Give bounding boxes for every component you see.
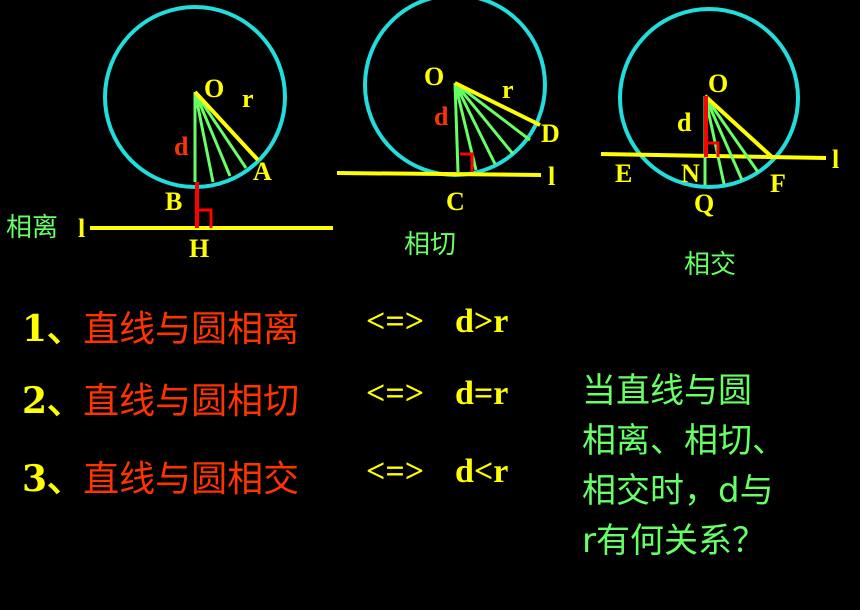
row-statement: 直线与圆相交 [83, 459, 300, 500]
caption-separate: 相离 [6, 213, 58, 243]
caption-tangent: 相切 [404, 230, 456, 260]
relation-row-2: 2、直线与圆相切 [22, 372, 299, 424]
question-text: 当直线与圆 相离、相切、 相交时，d与 r有何关系？ [582, 366, 842, 566]
label-O-2: O [424, 62, 444, 91]
label-F: F [770, 169, 786, 198]
right-angle-3 [708, 141, 720, 157]
question-line: 相交时，d与 [582, 471, 774, 511]
label-r-2: r [502, 75, 514, 104]
question-line: 相离、相切、 [582, 421, 786, 461]
label-E: E [615, 159, 632, 188]
label-H: H [189, 234, 209, 263]
right-angle-1 [199, 208, 213, 228]
label-A: A [253, 157, 272, 186]
diagram-intersect: O d E N Q F l 相交 [600, 7, 839, 280]
row-number: 2、 [22, 380, 84, 422]
row-statement: 直线与圆相切 [83, 381, 300, 422]
relation-row-3: 3、直线与圆相交 [22, 450, 299, 502]
relation-cond-2: d=r [455, 375, 509, 412]
radius-r-3 [703, 94, 775, 160]
label-l-2: l [548, 162, 555, 191]
radii-fan-3 [703, 94, 775, 185]
relation-symbol-2: <=> [366, 375, 425, 412]
label-d-1: d [174, 132, 189, 161]
label-C: C [446, 187, 465, 216]
right-angle-2 [460, 152, 474, 172]
relation-cond-3: d<r [455, 453, 509, 490]
radius-r-1 [193, 90, 260, 162]
question-line: 当直线与圆 [582, 371, 752, 411]
caption-intersect: 相交 [684, 250, 736, 280]
label-N: N [681, 159, 700, 188]
label-O-3: O [708, 69, 728, 98]
row-number: 1、 [22, 308, 84, 350]
label-d-3: d [677, 108, 692, 137]
label-B: B [165, 187, 182, 216]
row-number: 3、 [22, 458, 84, 500]
relation-cond-1: d>r [455, 303, 509, 340]
diagram-tangent: O r d D C l 相切 [336, 0, 560, 260]
relation-row-1: 1、直线与圆相离 [22, 300, 299, 352]
label-l-1: l [78, 214, 85, 243]
line-l-3 [600, 152, 827, 160]
relation-symbol-3: <=> [366, 453, 425, 490]
question-line: r有何关系？ [582, 521, 766, 561]
label-D: D [541, 119, 560, 148]
label-r-1: r [242, 84, 254, 113]
circle-3 [618, 7, 800, 189]
label-Q: Q [694, 189, 714, 218]
radii-fan-2 [453, 81, 541, 173]
row-statement: 直线与圆相离 [83, 309, 300, 350]
radius-r-2 [454, 81, 541, 127]
label-d-2: d [434, 102, 449, 131]
line-l-2 [336, 171, 542, 177]
label-l-3: l [832, 145, 839, 174]
label-O-1: O [204, 74, 224, 103]
diagram-separate: O r d A B H l 相离 [6, 5, 333, 263]
relation-symbol-1: <=> [366, 303, 425, 340]
